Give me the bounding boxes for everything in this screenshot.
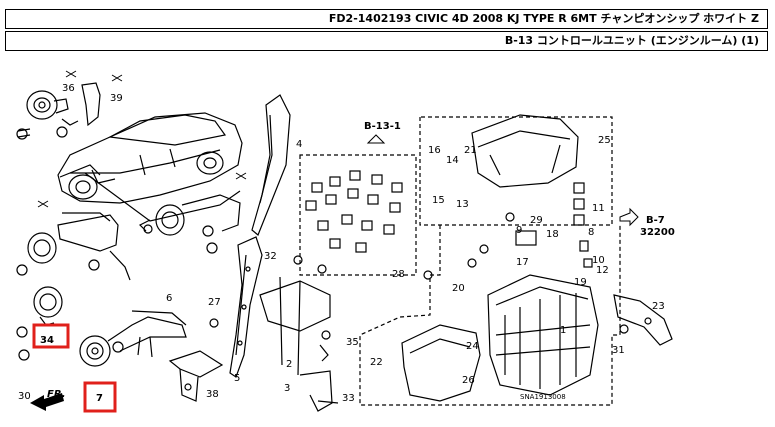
exploded-parts-diagram: 1234567891011121314151617181920212223242… — [16, 70, 675, 413]
bolts — [143, 212, 515, 340]
callout-31[interactable]: 31 — [612, 345, 625, 356]
bracket-33 — [299, 370, 339, 412]
fusebox-inset-box — [359, 225, 621, 406]
relays-group — [305, 170, 403, 253]
callout-9[interactable]: 9 — [516, 225, 522, 236]
ecu-tray-22 — [401, 324, 481, 402]
horn-top — [16, 82, 101, 140]
bracket-5 — [229, 236, 263, 378]
ref-32200[interactable]: 32200 — [640, 227, 675, 238]
ref-b13-1[interactable]: B-13-1 — [364, 121, 401, 132]
callout-19[interactable]: 19 — [574, 277, 587, 288]
callout-26[interactable]: 26 — [462, 375, 475, 386]
duct-4 — [251, 94, 291, 236]
bracket-38 — [168, 350, 224, 402]
diagram-code: SNA1913008 — [520, 393, 566, 401]
callout-7[interactable]: 7 — [96, 393, 103, 404]
callout-39[interactable]: 39 — [110, 93, 123, 104]
callout-2[interactable]: 2 — [286, 359, 292, 370]
relay-inset-box — [299, 154, 417, 276]
callout-35[interactable]: 35 — [346, 337, 359, 348]
front-arrow — [30, 393, 64, 411]
callout-21[interactable]: 21 — [464, 145, 477, 156]
callout-12[interactable]: 12 — [596, 265, 609, 276]
callout-1[interactable]: 1 — [560, 325, 566, 336]
horn-7 — [79, 310, 187, 367]
fr-label: FR. — [47, 389, 66, 400]
bracket-2 — [259, 276, 331, 376]
callout-20[interactable]: 20 — [452, 283, 465, 294]
callout-28[interactable]: 28 — [392, 269, 405, 280]
callout-16[interactable]: 16 — [428, 145, 441, 156]
callout-8[interactable]: 8 — [588, 227, 594, 238]
section-header: B-13 コントロールユニット (エンジンルーム) (1) — [5, 31, 768, 51]
fuse-box-lower — [487, 274, 599, 396]
horn-center — [138, 194, 241, 254]
callout-11[interactable]: 11 — [592, 203, 605, 214]
callout-3[interactable]: 3 — [284, 383, 290, 394]
relay-column-right — [515, 182, 593, 268]
callout-38[interactable]: 38 — [206, 389, 219, 400]
car-illustration — [57, 112, 243, 222]
highlight-34[interactable] — [32, 323, 70, 349]
discontinued-marks — [37, 70, 247, 208]
callout-23[interactable]: 23 — [652, 301, 665, 312]
callout-13[interactable]: 13 — [456, 199, 469, 210]
callout-24[interactable]: 24 — [466, 341, 479, 352]
callout-4[interactable]: 4 — [296, 139, 302, 150]
callout-5[interactable]: 5 — [234, 373, 240, 384]
callout-29[interactable]: 29 — [530, 215, 543, 226]
callout-10[interactable]: 10 — [592, 255, 605, 266]
callout-30[interactable]: 30 — [18, 391, 31, 402]
callout-33[interactable]: 33 — [342, 393, 355, 404]
callout-32[interactable]: 32 — [264, 251, 277, 262]
model-header: FD2-1402193 CIVIC 4D 2008 KJ TYPE R 6MT … — [5, 9, 768, 29]
callout-17[interactable]: 17 — [516, 257, 529, 268]
ref-b7[interactable]: B-7 — [646, 215, 665, 226]
inset-ref-arrow — [366, 134, 639, 227]
horn-middle — [16, 212, 131, 281]
callout-25[interactable]: 25 — [598, 135, 611, 146]
callout-34[interactable]: 34 — [40, 335, 54, 346]
callout-15[interactable]: 15 — [432, 195, 445, 206]
callout-36[interactable]: 36 — [62, 83, 75, 94]
callout-27[interactable]: 27 — [208, 297, 221, 308]
callout-6[interactable]: 6 — [166, 293, 172, 304]
callout-18[interactable]: 18 — [546, 229, 559, 240]
cover-inset-box — [419, 116, 613, 226]
bracket-23 — [613, 294, 673, 346]
callout-14[interactable]: 14 — [446, 155, 459, 166]
callout-22[interactable]: 22 — [370, 357, 383, 368]
highlight-7[interactable] — [83, 381, 117, 413]
fuse-box-cover-25 — [471, 114, 579, 188]
